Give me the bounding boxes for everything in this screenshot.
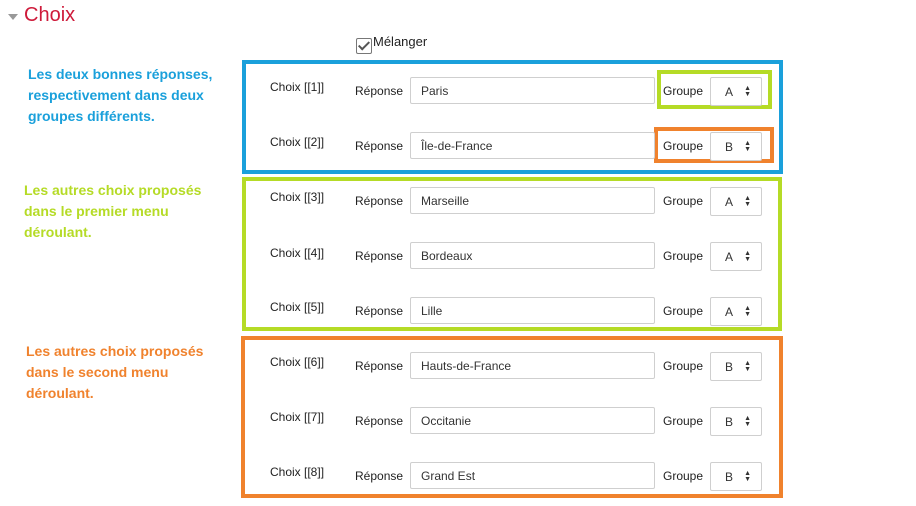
group-label: Groupe	[663, 194, 704, 208]
group-select[interactable]: A ▲▼	[710, 187, 762, 216]
group-label: Groupe	[663, 414, 704, 428]
group-select-value: A	[725, 85, 734, 99]
group-a-highlight	[657, 70, 772, 109]
choice-row: Choix [[1]] Réponse Groupe A ▲▼	[0, 77, 916, 107]
response-label: Réponse	[355, 194, 404, 208]
annotation-correct-answers: Les deux bonnes réponses, respectivement…	[28, 66, 213, 124]
group-label: Groupe	[663, 469, 704, 483]
choice-row: Choix [[5]] Réponse Groupe A ▲▼	[0, 297, 916, 327]
group-select[interactable]: B ▲▼	[710, 462, 762, 491]
response-label: Réponse	[355, 359, 404, 373]
choice-label: Choix [[6]]	[270, 355, 325, 369]
group-label: Groupe	[663, 249, 704, 263]
response-label: Réponse	[355, 414, 404, 428]
select-arrows-icon: ▲▼	[744, 140, 751, 153]
response-input[interactable]	[410, 187, 655, 214]
group-select[interactable]: A ▲▼	[710, 242, 762, 271]
group-select[interactable]: B ▲▼	[710, 407, 762, 436]
group-select-value: B	[725, 360, 734, 374]
select-arrows-icon: ▲▼	[744, 195, 751, 208]
group-select[interactable]: A ▲▼	[710, 297, 762, 326]
choice-row: Choix [[4]] Réponse Groupe A ▲▼	[0, 242, 916, 272]
response-input[interactable]	[410, 297, 655, 324]
group-label: Groupe	[663, 304, 704, 318]
choice-row: Choix [[3]] Réponse Groupe A ▲▼	[0, 187, 916, 217]
select-arrows-icon: ▲▼	[744, 250, 751, 263]
select-arrows-icon: ▲▼	[744, 360, 751, 373]
shuffle-label: Mélanger	[373, 34, 428, 49]
response-label: Réponse	[355, 304, 404, 318]
response-label: Réponse	[355, 469, 404, 483]
select-arrows-icon: ▲▼	[744, 85, 751, 98]
response-label: Réponse	[355, 249, 404, 263]
response-input[interactable]	[410, 407, 655, 434]
annotation-first-menu: Les autres choix proposés dans le premie…	[24, 182, 202, 240]
group-select[interactable]: A ▲▼	[710, 77, 762, 106]
response-input[interactable]	[410, 242, 655, 269]
group-select[interactable]: B ▲▼	[710, 352, 762, 381]
choice-label: Choix [[4]]	[270, 246, 325, 260]
response-input[interactable]	[410, 352, 655, 379]
select-arrows-icon: ▲▼	[744, 470, 751, 483]
section-header[interactable]: Choix	[8, 4, 75, 27]
select-arrows-icon: ▲▼	[744, 415, 751, 428]
group-select-value: B	[725, 470, 734, 484]
select-arrows-icon: ▲▼	[744, 305, 751, 318]
group-select-value: A	[725, 195, 734, 209]
choice-row: Choix [[2]] Réponse Groupe B ▲▼	[0, 132, 916, 162]
response-input[interactable]	[410, 462, 655, 489]
response-input[interactable]	[410, 77, 655, 104]
choice-row: Choix [[8]] Réponse Groupe B ▲▼	[0, 462, 916, 492]
group-select-value: B	[725, 415, 734, 429]
first-menu-highlight	[242, 177, 782, 331]
annotation-second-menu: Les autres choix proposés dans le second…	[26, 343, 204, 401]
shuffle-option[interactable]: Mélanger	[356, 34, 427, 54]
group-label: Groupe	[663, 84, 704, 98]
choice-label: Choix [[1]]	[270, 80, 325, 94]
group-label: Groupe	[663, 359, 704, 373]
response-input[interactable]	[410, 132, 655, 159]
choice-label: Choix [[2]]	[270, 135, 325, 149]
correct-answers-highlight	[242, 60, 783, 174]
choice-label: Choix [[7]]	[270, 410, 325, 424]
group-select-value: B	[725, 140, 734, 154]
choice-row: Choix [[6]] Réponse Groupe B ▲▼	[0, 352, 916, 382]
section-title: Choix	[24, 4, 76, 26]
second-menu-highlight	[241, 336, 783, 498]
group-b-highlight	[654, 127, 774, 163]
group-select-value: A	[725, 305, 734, 319]
response-label: Réponse	[355, 139, 404, 153]
choice-label: Choix [[8]]	[270, 465, 325, 479]
choice-label: Choix [[5]]	[270, 300, 325, 314]
group-select[interactable]: B ▲▼	[710, 132, 762, 161]
choice-label: Choix [[3]]	[270, 190, 325, 204]
group-select-value: A	[725, 250, 734, 264]
response-label: Réponse	[355, 84, 404, 98]
choice-row: Choix [[7]] Réponse Groupe B ▲▼	[0, 407, 916, 437]
shuffle-checkbox[interactable]	[356, 38, 372, 54]
caret-down-icon[interactable]	[8, 13, 18, 20]
group-label: Groupe	[663, 139, 704, 153]
